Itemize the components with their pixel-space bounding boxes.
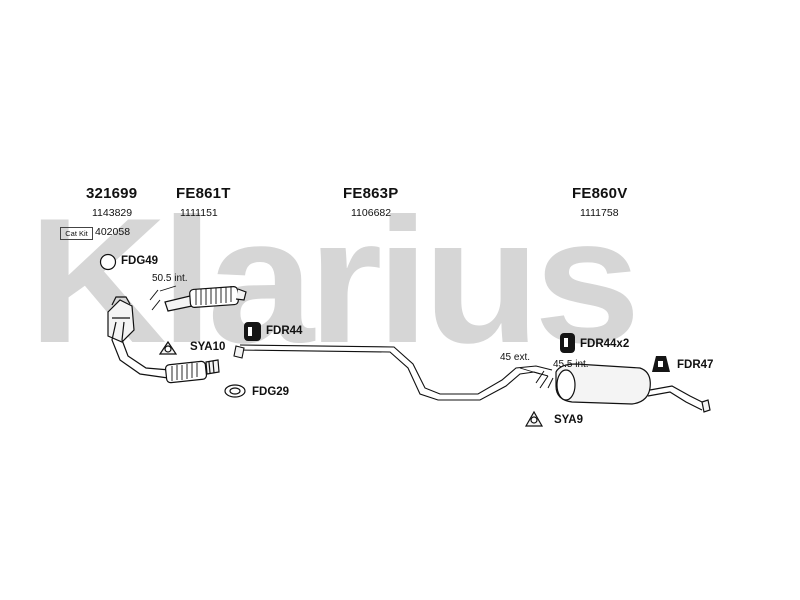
column-4-code: FE860V [572,185,628,202]
dimension-45-5-int: 45.5 int. [553,359,589,370]
sya10-icon [158,340,178,355]
flexi-pipe-upper [164,286,247,312]
centre-pipe [233,344,553,401]
fdr44-label: FDR44 [266,325,303,337]
sya10-label: SYA10 [190,341,226,353]
rear-silencer [555,363,711,413]
column-3-number: 1106682 [351,207,392,219]
column-2-code: FE861T [176,185,231,202]
flexi-pipe-lower [164,359,220,384]
cut-marks [149,289,554,389]
fdr44-icon [244,322,261,341]
fdg29-label: FDG29 [252,386,290,398]
fdg29-icon [224,384,246,398]
catalytic-converter [107,296,171,379]
sya9-icon [524,410,544,427]
column-2-number: 1111151 [180,207,218,219]
leader-lines [159,285,541,375]
column-3-code: FE863P [343,185,399,202]
column-1-number: 1143829 [92,207,133,219]
column-4-number: 1111758 [580,207,619,219]
cat-kit-box: Cat Kit [60,227,93,240]
dimension-45-ext: 45 ext. [500,352,531,363]
fdr44x2-icon [560,333,575,353]
column-1-code: 321699 [86,185,138,202]
brand-watermark: Klarius [28,181,641,380]
cat-kit-number: 402058 [95,226,131,238]
sya9-label: SYA9 [554,414,583,426]
fdr47-label: FDR47 [677,359,714,371]
fdg49-label: FDG49 [121,255,159,267]
fdg49-icon [99,253,117,271]
fdr44x2-label: FDR44x2 [580,338,630,350]
dimension-50-5-int: 50.5 int. [152,273,188,284]
fdr47-icon [652,356,670,372]
